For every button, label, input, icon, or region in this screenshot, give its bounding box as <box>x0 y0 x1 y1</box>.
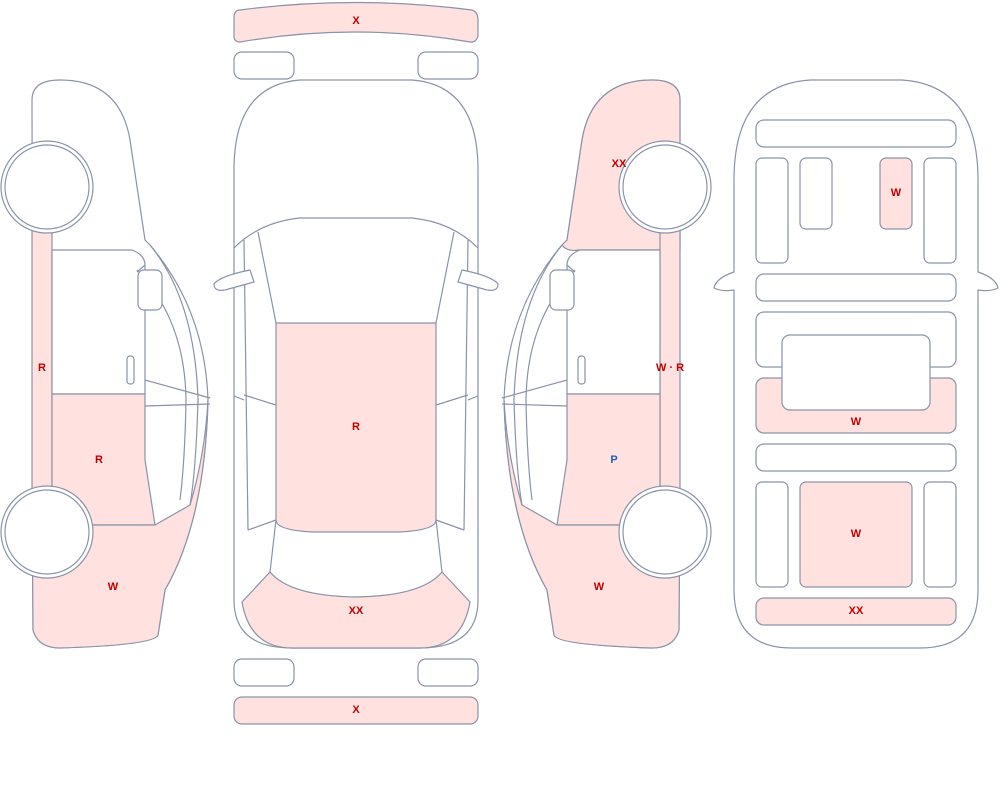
interior-front-right-door-panel <box>923 481 957 588</box>
interior-console-label: W <box>851 528 862 540</box>
left-rocker-panel[interactable] <box>31 229 53 491</box>
left-door-handle[interactable] <box>126 355 135 385</box>
left-rear-wheel <box>0 140 94 234</box>
right-rocker-label: W · R <box>656 362 684 374</box>
top-roof[interactable] <box>275 322 437 533</box>
top-rear-right-light <box>417 658 479 687</box>
top-right-mirror <box>457 269 499 291</box>
right-front-door-frame <box>501 244 576 506</box>
interior-center-armrest <box>781 334 931 411</box>
interior-rear-seat-right[interactable] <box>879 157 913 230</box>
interior-console[interactable] <box>799 481 913 588</box>
interior-rear-seat-left <box>799 157 833 230</box>
right-front-wheel <box>618 485 712 579</box>
front-bumper-label: X <box>352 15 360 27</box>
interior-rear-seat-right-label: W <box>891 187 902 199</box>
right-rear-door-window[interactable] <box>566 249 661 395</box>
left-front-fender-label: W <box>108 581 119 593</box>
left-front-wheel <box>0 485 94 579</box>
interior-view: W W W XX <box>713 79 999 649</box>
left-mirror <box>137 269 163 311</box>
top-windshield <box>243 231 469 531</box>
right-side-view: XX W · R P W <box>501 79 712 649</box>
top-front-left-light <box>233 51 295 80</box>
right-front-door-label: P <box>610 454 617 466</box>
left-front-door-frame <box>136 244 211 506</box>
left-rear-door-label: R <box>95 454 103 466</box>
interior-front-bench <box>755 443 957 472</box>
right-rear-wheel <box>618 140 712 234</box>
interior-rear-right-door-panel <box>923 157 957 264</box>
left-rear-door-window[interactable] <box>51 249 146 395</box>
right-rear-quarter-label: XX <box>612 158 627 170</box>
top-left-mirror <box>213 269 255 291</box>
interior-front-seats-label: W <box>851 416 862 428</box>
left-rocker-label: R <box>38 362 46 374</box>
top-roof-label: R <box>352 421 360 433</box>
interior-rear-shelf <box>755 119 957 148</box>
top-trunk[interactable] <box>241 571 471 649</box>
right-front-fender[interactable] <box>503 399 681 649</box>
top-trunk-label: XX <box>349 605 364 617</box>
top-side-windows <box>233 394 479 573</box>
top-front-right-light <box>417 51 479 80</box>
interior-dashboard-label: XX <box>849 605 864 617</box>
top-hood-line <box>233 217 479 249</box>
left-side-view: R R W <box>0 79 211 649</box>
top-front-bumper[interactable] <box>233 1 479 43</box>
interior-rear-left-door-panel <box>755 157 789 264</box>
top-view: X R XX X <box>213 1 499 725</box>
rear-bumper-label: X <box>352 704 360 716</box>
interior-front-left-door-panel <box>755 481 789 588</box>
right-rocker-panel[interactable] <box>659 229 681 491</box>
top-rear-bumper[interactable] <box>233 696 479 725</box>
interior-rear-bench <box>755 273 957 302</box>
right-front-fender-label: W <box>594 581 605 593</box>
right-mirror <box>549 269 575 311</box>
left-front-fender[interactable] <box>31 399 209 649</box>
interior-dashboard[interactable] <box>755 597 957 626</box>
right-door-handle[interactable] <box>577 355 586 385</box>
top-rear-left-light <box>233 658 295 687</box>
